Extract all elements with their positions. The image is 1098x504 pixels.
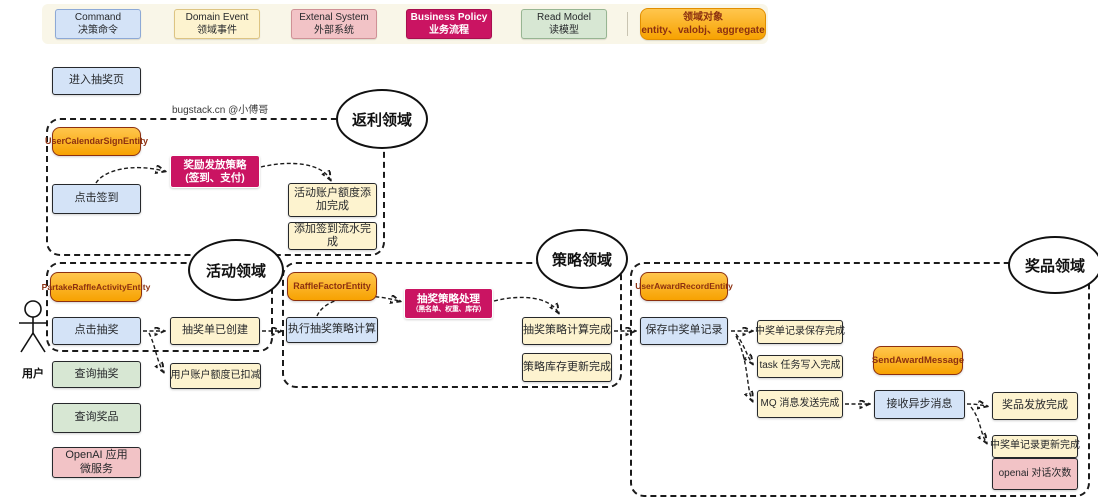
legend-domain-event: Domain Event 领域事件 xyxy=(174,9,260,39)
arrow-policy-process-to-calc-done xyxy=(493,296,558,312)
region-label-rebate: 返利领域 xyxy=(336,89,428,149)
legend-read-model-cn: 读模型 xyxy=(549,25,579,36)
arrow-save-record-to-task-written xyxy=(735,333,752,363)
node-award-granted: 奖品发放完成 xyxy=(992,392,1078,420)
node-sign-flow-added: 添加签到流水完成 xyxy=(288,222,377,250)
node-award-grant-policy-sub: (签到、支付) xyxy=(185,171,245,184)
node-partake-raffle-activity-entity: PartakeRaffleActivityEntity xyxy=(42,272,150,302)
node-award-record-updated: 中奖单记录更新完成 xyxy=(990,435,1080,458)
node-openai-app: OpenAI 应用 微服务 xyxy=(52,447,141,478)
node-task-written: task 任务写入完成 xyxy=(757,355,843,378)
legend-domain-event-cn: 领域事件 xyxy=(197,25,237,36)
region-label-award: 奖品领域 xyxy=(1008,236,1098,294)
node-save-award-record: 保存中奖单记录 xyxy=(640,317,728,345)
arrow-policy-to-quota-added xyxy=(260,162,330,179)
node-raffle-policy-process-title: 抽奖策略处理 xyxy=(417,292,480,305)
node-policy-stock-updated: 策略库存更新完成 xyxy=(522,353,612,382)
watermark-text: bugstack.cn @小傅哥 xyxy=(172,105,269,116)
legend-domain-object-cn: 领域对象 xyxy=(683,12,723,23)
legend-domain-object-en: entity、valobj、aggregate xyxy=(641,25,765,36)
arrow-receive-async-to-record-updated xyxy=(970,406,986,442)
node-openai-app-line1: OpenAI 应用 xyxy=(65,449,128,462)
node-award-grant-policy-title: 奖励发放策略 xyxy=(183,158,247,171)
legend-business-policy-en: Business Policy xyxy=(410,12,488,23)
node-openai-dialog-count: openai 对话次数 xyxy=(992,458,1078,490)
node-user-award-record-entity: UserAwardRecordEntity xyxy=(635,272,733,301)
node-receive-async-msg: 接收异步消息 xyxy=(874,390,965,419)
arrow-click-raffle-to-account-deducted xyxy=(148,332,163,371)
node-query-raffle: 查询抽奖 xyxy=(52,361,141,388)
node-click-sign: 点击签到 xyxy=(52,184,141,214)
region-activity xyxy=(46,262,273,352)
node-award-record-saved: 中奖单记录保存完成 xyxy=(755,320,845,344)
legend-external-system-en: Extenal System xyxy=(299,12,369,23)
node-raffle-calc-done: 抽奖策略计算完成 xyxy=(522,317,612,345)
region-label-activity: 活动领域 xyxy=(188,239,284,301)
user-actor-icon xyxy=(19,300,47,353)
legend-command-en: Command xyxy=(74,12,122,23)
user-actor: 用户 xyxy=(6,300,60,381)
legend-read-model: Read Model 读模型 xyxy=(521,9,607,39)
arrow-receive-async-to-award-granted xyxy=(966,404,986,406)
node-click-raffle: 点击抽奖 xyxy=(52,317,141,345)
node-send-award-message: SendAwardMessage xyxy=(872,346,964,375)
legend-external-system: Extenal System 外部系统 xyxy=(291,9,377,39)
node-award-grant-policy: 奖励发放策略 (签到、支付) xyxy=(170,155,260,188)
legend-external-system-cn: 外部系统 xyxy=(314,25,354,36)
legend-command: Command 决策命令 xyxy=(55,9,141,39)
node-exec-raffle-calc: 执行抽奖策略计算 xyxy=(286,317,378,343)
legend-business-policy: Business Policy 业务流程 xyxy=(406,9,492,39)
node-user-calendar-sign-entity: UserCalendarSignEntity xyxy=(45,127,148,156)
legend-separator xyxy=(627,12,628,36)
arrow-click-sign-to-policy xyxy=(95,168,164,184)
node-raffle-order-created: 抽奖单已创建 xyxy=(170,317,260,345)
node-openai-app-line2: 微服务 xyxy=(80,462,113,475)
node-user-account-deducted: 用户账户额度已扣减 xyxy=(170,363,261,389)
node-raffle-policy-process: 抽奖策略处理 （黑名单、权重、库存） xyxy=(404,288,493,319)
node-account-quota-added: 活动账户额度添加完成 xyxy=(288,183,377,217)
user-actor-label: 用户 xyxy=(22,368,44,380)
legend-domain-object: 领域对象 entity、valobj、aggregate xyxy=(640,8,766,40)
legend-business-policy-cn: 业务流程 xyxy=(429,25,469,36)
node-enter-raffle-page: 进入抽奖页 xyxy=(52,67,141,95)
node-query-award: 查询奖品 xyxy=(52,403,141,433)
node-raffle-factor-entity: RaffleFactorEntity xyxy=(287,272,377,301)
region-award xyxy=(630,262,1090,497)
legend-command-cn: 决策命令 xyxy=(78,25,118,36)
legend-domain-event-en: Domain Event xyxy=(185,12,249,23)
legend-read-model-en: Read Model xyxy=(537,12,591,23)
node-raffle-policy-process-sub: （黑名单、权重、库存） xyxy=(411,305,486,313)
arrow-save-record-to-mq-sent xyxy=(735,335,752,400)
region-label-strategy: 策略领域 xyxy=(536,229,628,289)
node-mq-sent: MQ 消息发送完成 xyxy=(757,390,843,418)
